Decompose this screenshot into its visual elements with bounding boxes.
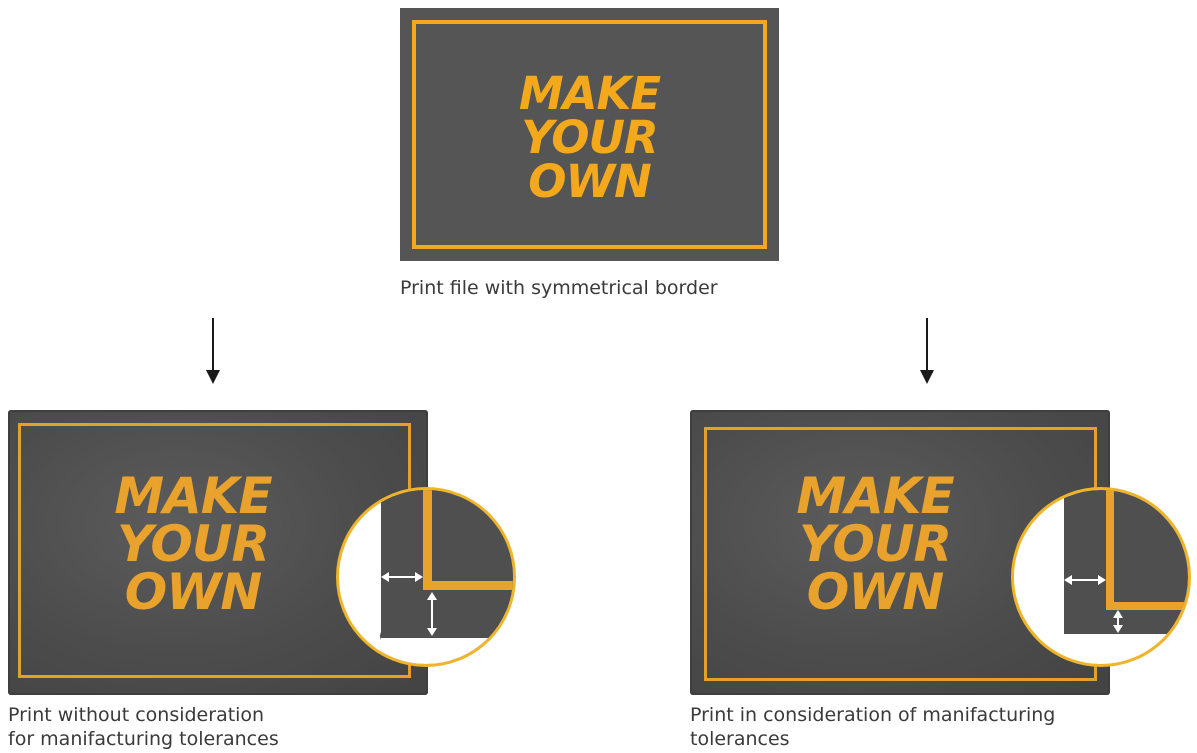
down-arrow-icon [920, 318, 934, 384]
slogan: MAKE YOUR OWN [400, 67, 779, 208]
slogan: MAKE YOUR OWN [640, 467, 1110, 621]
corner-zoom-right [1011, 487, 1191, 667]
slogan-line: OWN [124, 563, 263, 621]
left-caption-line: Print without consideration [8, 704, 265, 726]
corner-zoom-left [336, 487, 516, 667]
slogan-line: YOUR [798, 515, 952, 573]
symmetrical-border [412, 20, 767, 249]
slogan-line: YOUR [521, 111, 658, 164]
slogan-line: OWN [528, 155, 652, 208]
print-file-design: MAKE YOUR OWN [400, 8, 779, 261]
slogan-line: YOUR [116, 515, 270, 573]
slogan: MAKE YOUR OWN [0, 467, 428, 621]
mat-without-tolerance: MAKE YOUR OWN [8, 410, 428, 695]
right-caption-line: Print in consideration of manifacturing [690, 704, 1056, 726]
print-file-caption: Print file with symmetrical border [400, 277, 718, 299]
down-arrow-icon [206, 318, 220, 384]
slogan-line: MAKE [518, 67, 661, 120]
slogan-line: MAKE [796, 467, 954, 525]
slogan-line: OWN [806, 563, 945, 621]
left-caption-line: for manifacturing tolerances [8, 728, 279, 750]
slogan-line: MAKE [114, 467, 272, 525]
right-caption-line: tolerances [690, 728, 790, 750]
